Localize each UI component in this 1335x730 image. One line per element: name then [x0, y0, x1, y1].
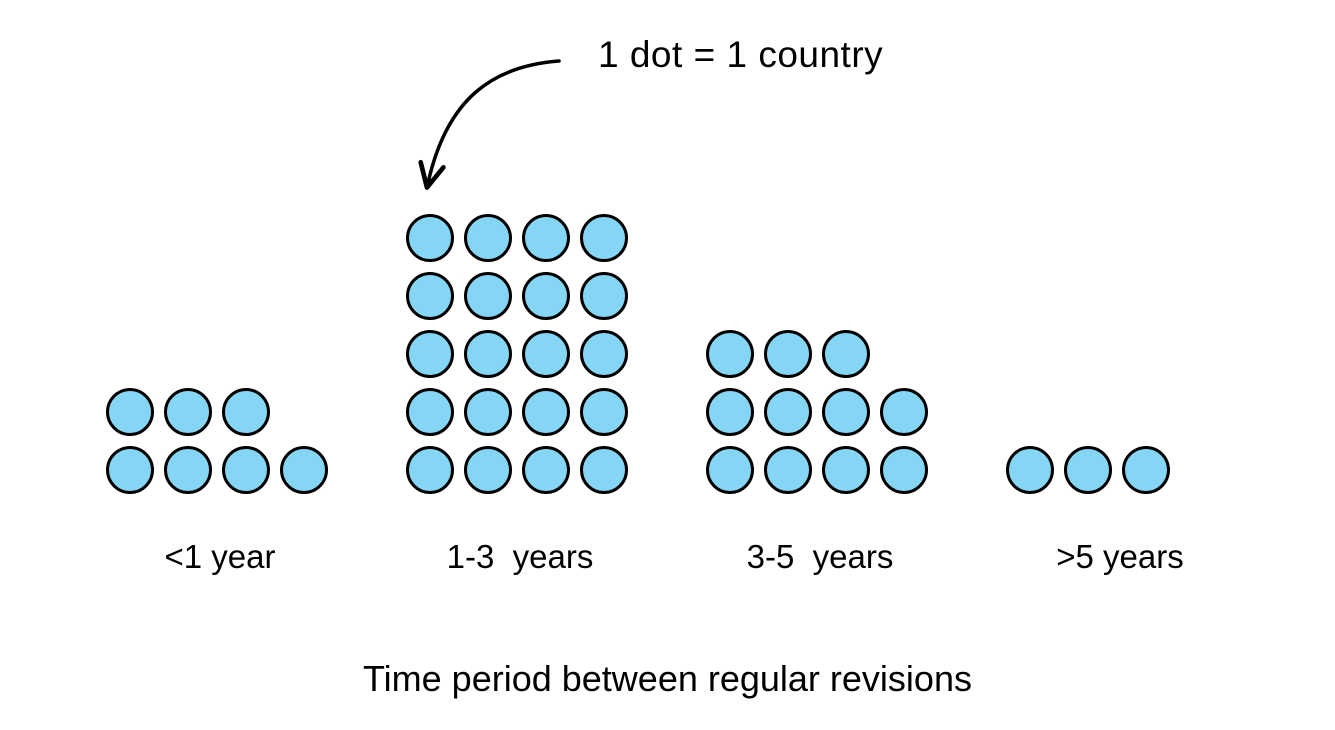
dot-group-1: <1 year — [106, 214, 334, 576]
category-label: 3-5 years — [746, 538, 894, 575]
dot-icon — [406, 272, 454, 320]
category-label: <1 year — [164, 538, 276, 575]
dot-icon — [522, 330, 570, 378]
dot-stack — [706, 214, 934, 494]
dot-row — [706, 388, 928, 436]
dot-stack — [106, 214, 334, 494]
dot-icon — [580, 446, 628, 494]
dot-icon — [406, 330, 454, 378]
dot-icon — [706, 446, 754, 494]
dot-icon — [764, 330, 812, 378]
dot-icon — [464, 272, 512, 320]
dot-icon — [580, 214, 628, 262]
dot-icon — [464, 330, 512, 378]
dot-icon — [1064, 446, 1112, 494]
dot-icon — [822, 388, 870, 436]
dot-icon — [164, 388, 212, 436]
dot-row — [406, 272, 628, 320]
dot-group-3: 3-5 years — [706, 214, 934, 576]
dot-row — [106, 388, 270, 436]
dot-icon — [522, 446, 570, 494]
dot-icon — [522, 214, 570, 262]
legend-note: 1 dot = 1 country — [598, 34, 884, 75]
dot-group-4: >5 years — [1006, 214, 1234, 576]
dot-icon — [580, 272, 628, 320]
dot-icon — [706, 388, 754, 436]
dot-icon — [406, 446, 454, 494]
chart-title: Time period between regular revisions — [363, 658, 972, 699]
dot-icon — [222, 446, 270, 494]
dot-icon — [1122, 446, 1170, 494]
dot-icon — [464, 388, 512, 436]
dot-icon — [106, 446, 154, 494]
dot-row — [406, 214, 628, 262]
dot-icon — [406, 214, 454, 262]
dot-icon — [522, 388, 570, 436]
dot-icon — [580, 388, 628, 436]
dot-icon — [822, 446, 870, 494]
dot-row — [706, 446, 928, 494]
dot-row — [106, 446, 328, 494]
dot-row — [706, 330, 870, 378]
dot-icon — [464, 214, 512, 262]
dot-icon — [880, 446, 928, 494]
dot-icon — [764, 446, 812, 494]
category-label: >5 years — [1056, 538, 1184, 575]
dot-icon — [164, 446, 212, 494]
dot-row — [406, 330, 628, 378]
dot-row — [1006, 446, 1170, 494]
dot-icon — [222, 388, 270, 436]
dot-icon — [280, 446, 328, 494]
dot-icon — [880, 388, 928, 436]
dot-icon — [822, 330, 870, 378]
dot-icon — [464, 446, 512, 494]
dot-icon — [580, 330, 628, 378]
dot-icon — [106, 388, 154, 436]
dot-icon — [522, 272, 570, 320]
dot-icon — [706, 330, 754, 378]
dot-stack — [1006, 214, 1234, 494]
dot-icon — [406, 388, 454, 436]
dot-row — [406, 446, 628, 494]
dot-group-2: 1-3 years — [406, 214, 634, 576]
dot-row — [406, 388, 628, 436]
dot-icon — [764, 388, 812, 436]
dot-icon — [1006, 446, 1054, 494]
dot-groups: <1 year 1-3 years 3-5 years >5 years — [106, 214, 1236, 614]
dot-stack — [406, 214, 634, 494]
category-label: 1-3 years — [446, 538, 594, 575]
